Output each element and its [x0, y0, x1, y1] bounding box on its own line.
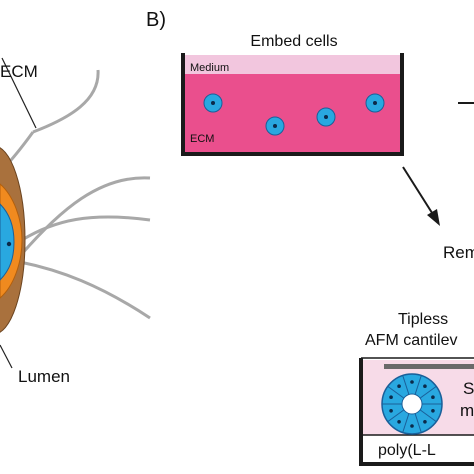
spheroid-cell-boundary: [419, 409, 437, 423]
organoid-nucleus: [6, 241, 12, 247]
spheroid-nucleus: [397, 384, 401, 389]
medium-layer: [183, 55, 401, 74]
tipless-cantilever: [384, 364, 474, 369]
organoid-blue-layer: [0, 203, 15, 281]
ecm-fiber: [18, 176, 151, 257]
arrow-to-step2: [402, 166, 435, 217]
spheroid-nucleus: [410, 380, 414, 384]
spheroid-cell-boundary: [402, 413, 410, 433]
spheroid-lumen: [401, 393, 423, 415]
spheroid-cell-boundary: [387, 409, 405, 423]
ecm-label: ECM: [0, 62, 38, 81]
spheroid-nucleus: [423, 384, 427, 389]
spheroid-nucleus: [431, 395, 435, 400]
panel-b: B) Embed cells Medium ECM: [146, 9, 474, 466]
step2-title: Rem: [443, 243, 474, 262]
substrate-label: poly(L-L: [378, 442, 436, 459]
spheroid-nucleus: [389, 408, 393, 413]
spheroid-nucleus: [431, 408, 435, 413]
spheroid-nucleus: [397, 419, 401, 424]
chamber-text-line1: S: [463, 379, 474, 398]
afm-cantilever-title: AFM cantilev: [365, 332, 457, 349]
lumen-pointer-line: [0, 344, 13, 369]
spheroid-cell-boundary: [414, 413, 422, 433]
panel-b-label: B): [146, 9, 166, 31]
panel-a: ECM Lumen: [0, 57, 151, 386]
embedded-cell: [203, 93, 223, 113]
spheroid-cell-boundary: [387, 385, 405, 399]
afm-chamber-walls: [359, 358, 474, 466]
ecm-gel-label: ECM: [190, 133, 214, 145]
spheroid-nucleus: [389, 395, 393, 400]
lumen-label: Lumen: [18, 367, 70, 386]
arrow-to-step2-head: [427, 209, 440, 226]
chamber-text-line2: m: [460, 401, 474, 420]
embedded-cell: [265, 116, 285, 136]
tipless-title: Tipless: [398, 311, 448, 328]
ecm-pointer-line: [1, 57, 37, 129]
ecm-fiber: [21, 215, 151, 242]
spheroid-cell-boundary: [419, 385, 437, 399]
embed-cells-title: Embed cells: [250, 33, 337, 50]
spheroid-cell-boundary: [414, 375, 422, 395]
ecm-fiber: [19, 260, 151, 320]
spheroid: [381, 373, 443, 435]
spheroid-nucleus: [423, 419, 427, 424]
dish-walls: [181, 53, 404, 156]
medium-label: Medium: [190, 62, 229, 74]
spheroid-cell-boundary: [402, 375, 410, 395]
spheroid-nucleus: [410, 424, 414, 428]
embedded-cell: [316, 107, 336, 127]
embedded-cell: [365, 93, 385, 113]
ecm-fiber: [32, 69, 100, 134]
afm-substrate: [361, 435, 474, 463]
ecm-gel-layer: [183, 74, 401, 154]
